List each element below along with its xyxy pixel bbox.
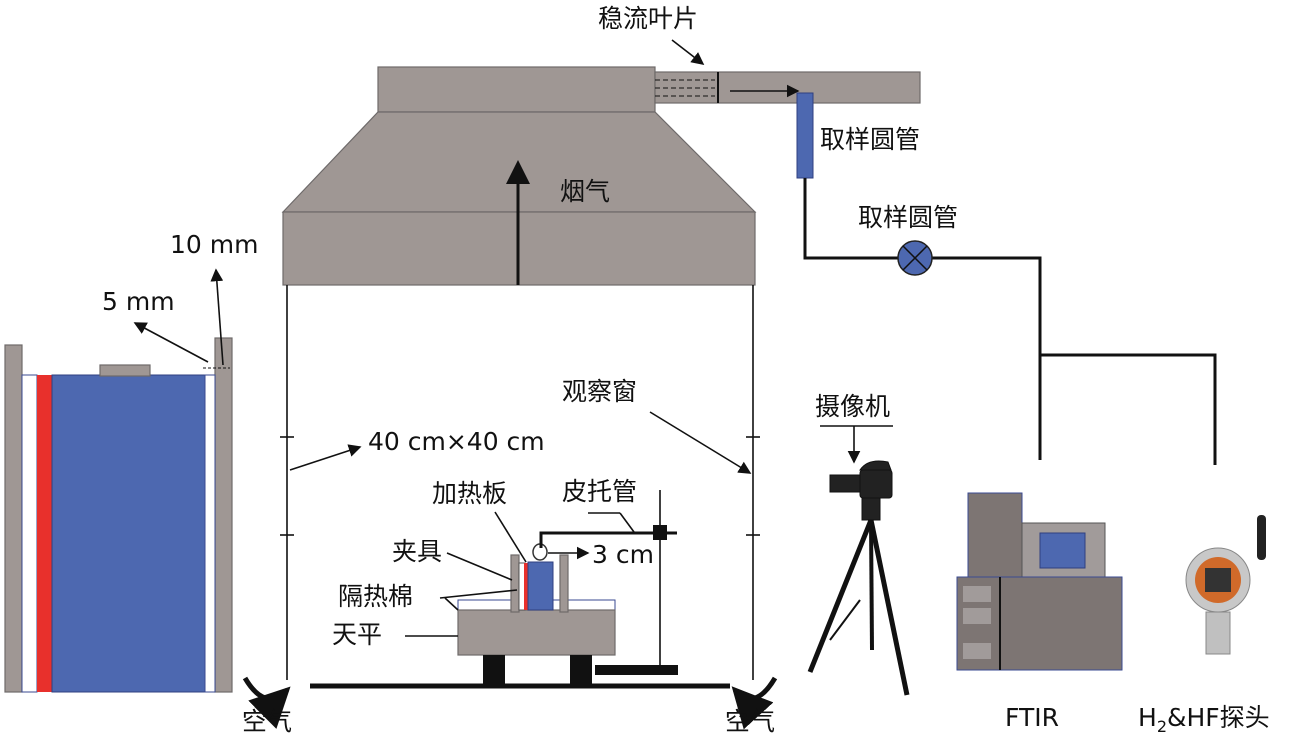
dim-10mm-label: 10 mm — [170, 230, 258, 259]
air-right-label: 空气 — [725, 707, 775, 736]
camera-on-tripod-icon — [807, 460, 910, 696]
clamp-label: 夹具 — [392, 537, 442, 566]
pitot-tube — [539, 490, 678, 675]
combustion-chamber — [280, 285, 760, 689]
chamber-size-label: 40 cm×40 cm — [368, 427, 545, 456]
sampling-tube — [796, 92, 814, 179]
flow-vanes-label: 稳流叶片 — [598, 4, 698, 33]
sampling-tube-valve-label: 取样圆管 — [858, 203, 958, 232]
sample-cross-section — [4, 337, 233, 693]
ftir-instrument — [956, 492, 1123, 671]
exhaust-duct — [654, 71, 921, 104]
distance-label: 3 cm — [592, 540, 654, 569]
valve-icon — [897, 240, 933, 276]
sample-holder — [510, 543, 569, 613]
insulation-label: 隔热棉 — [338, 582, 413, 611]
heating-plate-label: 加热板 — [432, 479, 507, 508]
air-inlet-left-arrow — [242, 676, 291, 729]
dim-5mm-label: 5 mm — [102, 287, 175, 316]
balance — [457, 599, 616, 687]
ftir-label: FTIR — [1005, 703, 1059, 732]
camera-label: 摄像机 — [815, 392, 890, 421]
balance-label: 天平 — [332, 620, 382, 649]
sampling-tube-label: 取样圆管 — [820, 125, 920, 154]
air-left-label: 空气 — [242, 707, 292, 736]
window-label: 观察窗 — [562, 377, 637, 406]
probe-label: H2&HF探头 — [1138, 703, 1270, 736]
gas-detector-icon — [1185, 515, 1266, 655]
air-inlet-right-arrow — [731, 676, 778, 730]
flue-gas-label: 烟气 — [560, 177, 610, 206]
pitot-tube-label: 皮托管 — [562, 477, 637, 506]
